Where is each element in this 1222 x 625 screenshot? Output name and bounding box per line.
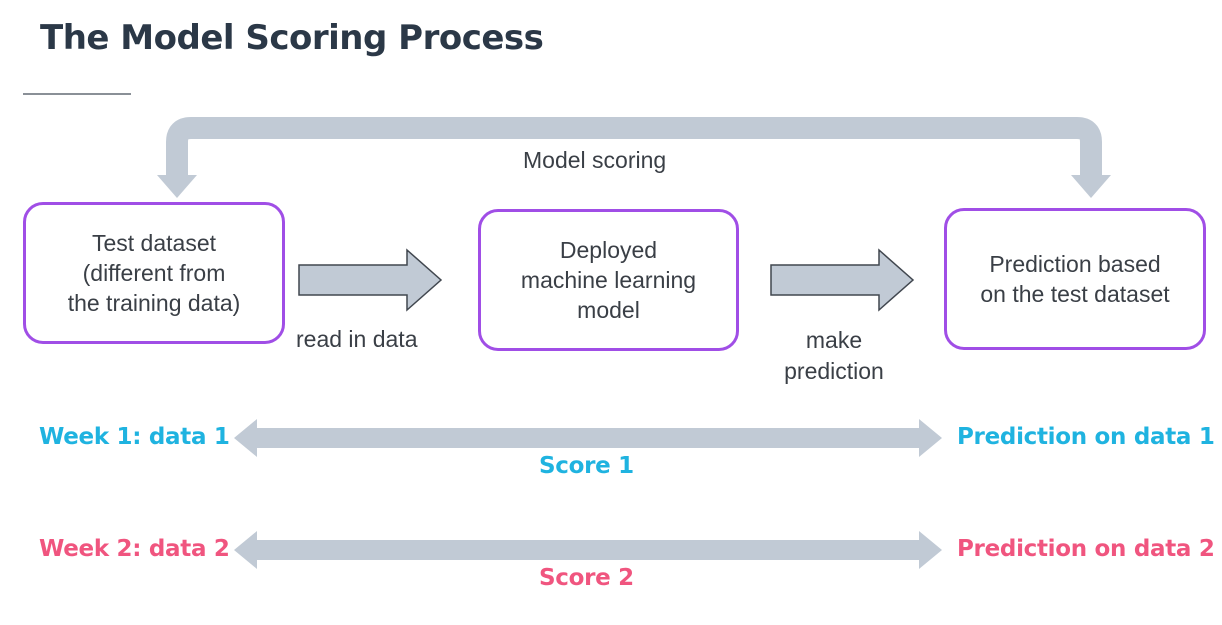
week1-prediction-label: Prediction on data 1 — [957, 424, 1215, 450]
prediction-text: Prediction based on the test dataset — [980, 251, 1170, 307]
week2-prediction-label: Prediction on data 2 — [957, 536, 1215, 562]
model-scoring-label: Model scoring — [523, 147, 667, 173]
page-title: The Model Scoring Process — [40, 18, 544, 58]
title-underline — [23, 93, 131, 95]
week2-label: Week 2: data 2 — [39, 536, 230, 562]
read-in-data-label: read in data — [296, 326, 418, 352]
week1-double-arrow — [234, 419, 942, 457]
loop-arrow-path — [166, 117, 1102, 176]
week2-double-arrow — [234, 531, 942, 569]
score2-label: Score 2 — [539, 565, 634, 591]
test-dataset-box: Test dataset (different from the trainin… — [23, 202, 285, 344]
make-prediction-arrow — [770, 248, 915, 312]
make-prediction-label: make prediction — [784, 327, 884, 384]
score1-label: Score 1 — [539, 453, 634, 479]
week1-label: Week 1: data 1 — [39, 424, 230, 450]
loop-arrowhead-left — [157, 175, 197, 198]
test-dataset-text: Test dataset (different from the trainin… — [67, 230, 241, 316]
loop-arrowhead-right — [1071, 175, 1111, 198]
read-in-data-arrow — [298, 248, 443, 312]
deployed-model-text: Deployed machine learning model — [520, 237, 697, 323]
prediction-box: Prediction based on the test dataset — [944, 208, 1206, 350]
deployed-model-box: Deployed machine learning model — [478, 209, 739, 351]
